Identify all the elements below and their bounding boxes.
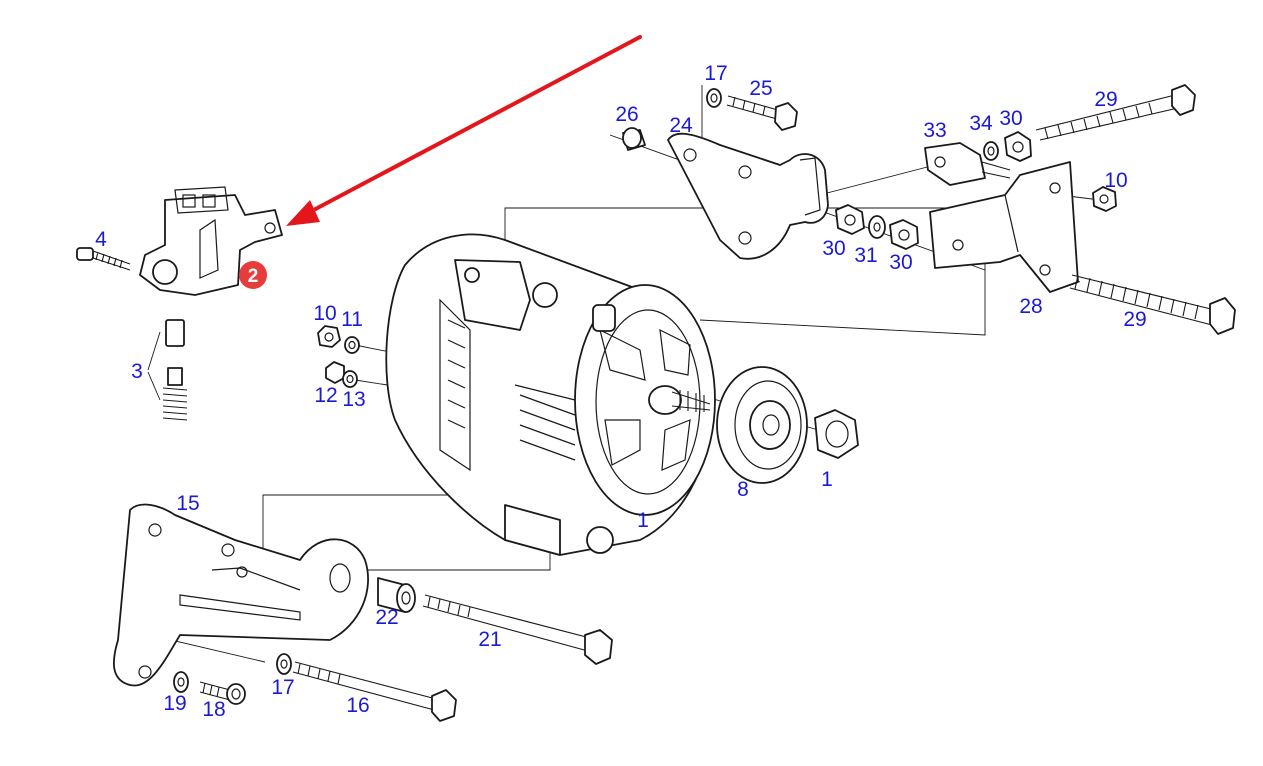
washer-17-bolt-25	[706, 88, 798, 131]
part-label-1-nut: 1	[821, 468, 833, 491]
badge-label: 2	[248, 266, 259, 287]
part-label-1-body: 1	[637, 509, 649, 532]
part-label-10-right: 10	[1104, 169, 1127, 192]
part-label-17-top: 17	[704, 62, 727, 85]
part-labels: 1 1 3 4 8 10 10 11 12 13 15 16 17 17 18 …	[95, 62, 1147, 721]
upper-bracket-24	[667, 132, 829, 260]
pulley-nut-1	[814, 409, 859, 459]
part-label-17-low: 17	[271, 676, 294, 699]
brush-holder-regulator	[139, 186, 283, 296]
part-label-28: 28	[1019, 295, 1042, 318]
part-label-29-top: 29	[1094, 88, 1117, 111]
nut-10-right	[1092, 186, 1117, 212]
part-label-13: 13	[342, 388, 365, 411]
lower-washers-screw	[173, 653, 292, 705]
brush-spring-3	[147, 319, 188, 421]
part-label-16: 16	[346, 694, 369, 717]
part-label-22: 22	[375, 606, 398, 629]
bolt-29-upper	[1035, 84, 1196, 141]
part-label-33: 33	[923, 119, 946, 142]
part-label-21: 21	[478, 628, 501, 651]
part-label-12: 12	[314, 384, 337, 407]
part-label-25: 25	[749, 77, 772, 100]
lower-bracket-15	[112, 503, 369, 687]
bracket-28	[929, 161, 1079, 293]
bolt-16	[292, 661, 457, 722]
spacer-26	[622, 127, 646, 151]
block-33-washer-34	[924, 131, 1032, 186]
part-label-34: 34	[969, 112, 993, 135]
bolt-29-lower	[1069, 274, 1236, 335]
part-label-26: 26	[615, 103, 638, 126]
part-label-18: 18	[202, 698, 225, 721]
alternator-body	[385, 233, 716, 556]
part-label-3: 3	[131, 360, 143, 383]
part-label-30-c: 30	[889, 251, 912, 274]
highlight-arrow	[286, 35, 642, 226]
pulley-8	[716, 366, 808, 484]
part-label-10-left: 10	[313, 302, 336, 325]
part-label-29-low: 29	[1123, 308, 1146, 331]
part-label-11: 11	[341, 308, 363, 331]
part-label-4: 4	[95, 228, 107, 251]
highlight-badge: 2	[239, 261, 267, 289]
nuts-washer-30-31-30	[835, 204, 919, 250]
part-label-15: 15	[176, 492, 199, 515]
part-label-30-a: 30	[999, 107, 1022, 130]
part-label-24: 24	[669, 114, 693, 137]
spacer-22	[377, 577, 416, 613]
part-label-8: 8	[737, 478, 749, 501]
long-bolt-21	[422, 594, 613, 665]
part-label-19: 19	[163, 692, 186, 715]
small-nuts-washers	[317, 325, 360, 388]
screw-4	[76, 247, 131, 271]
part-label-30-b: 30	[822, 237, 845, 260]
part-label-31: 31	[854, 244, 877, 267]
